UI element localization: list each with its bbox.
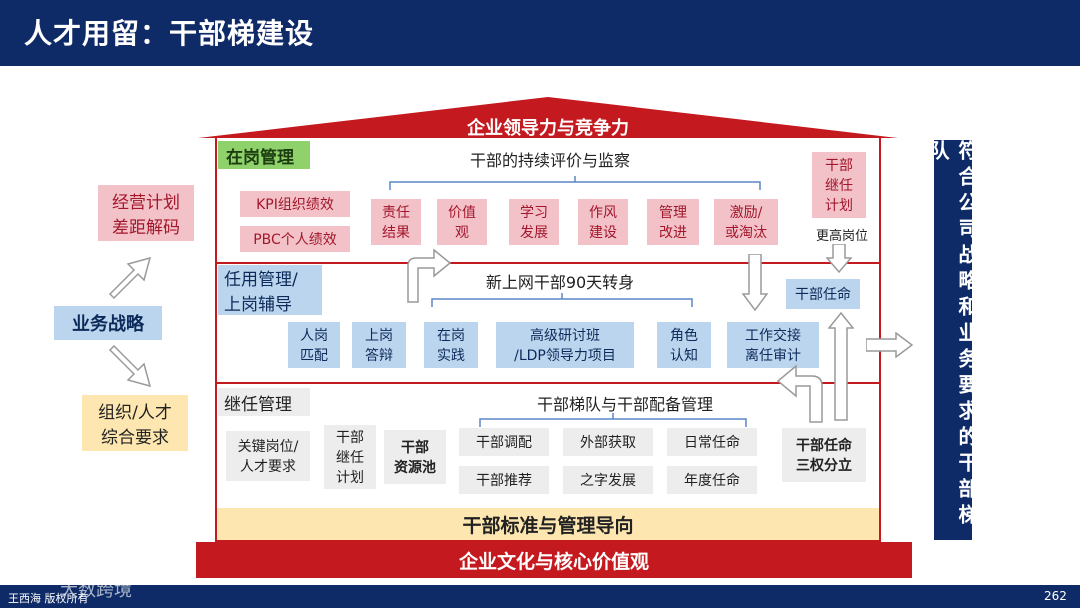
key-post-box: 关键岗位/ 人才要求 — [226, 431, 310, 481]
item-learning: 学习 发展 — [509, 199, 559, 245]
floor1-subtitle: 干部的持续评价与监察 — [469, 151, 630, 170]
item-ldp: 高级研讨班 /LDP领导力项目 — [496, 322, 634, 368]
floor3-title: 继任管理 — [218, 388, 310, 416]
page-number: 262 — [1044, 589, 1067, 603]
floor1-title: 在岗管理 — [218, 141, 310, 169]
grid-annual: 年度任命 — [667, 466, 757, 494]
item-style: 作风 建设 — [578, 199, 628, 245]
item-handover: 工作交接 离任审计 — [727, 322, 819, 368]
item-match: 人岗 匹配 — [288, 322, 340, 368]
down-arrow-to-appoint — [826, 244, 852, 274]
base-culture: 企业文化与核心价值观 — [196, 542, 912, 578]
header-bar — [0, 0, 1080, 66]
left-arrow-down — [108, 344, 152, 388]
three-power-box: 干部任命 三权分立 — [782, 428, 866, 482]
grid-transfer: 干部调配 — [459, 428, 549, 456]
base-standards-label: 干部标准与管理导向 — [462, 514, 634, 537]
footer-watermark: 大数跨境 — [60, 580, 132, 601]
floor3-bracket — [479, 413, 747, 427]
page-title: 人才用留：干部梯建设 — [24, 17, 315, 50]
roof-label: 企业领导力与竞争力 — [467, 118, 629, 139]
item-defense: 上岗 答辩 — [352, 322, 406, 368]
succ-plan-box: 干部 继任 计划 — [324, 425, 376, 489]
base-standards: 干部标准与管理导向 — [215, 508, 881, 542]
item-improve: 管理 改进 — [647, 199, 699, 245]
item-values: 价值 观 — [437, 199, 487, 245]
right-banner-text: 符合公司战略和业务要求的干部梯队 — [926, 140, 979, 530]
succession-plan-box: 干部 继任 计划 — [812, 152, 866, 218]
floor-divider-2 — [215, 382, 881, 384]
footer-copyright: 王西海 版权所有 — [8, 592, 89, 605]
floor2-subtitle: 新上网干部90天转身 — [485, 273, 635, 292]
kpi-box: KPI组织绩效 — [240, 191, 350, 217]
grid-external: 外部获取 — [563, 428, 653, 456]
item-role: 角色 认知 — [657, 322, 711, 368]
down-arrow-incentive — [742, 254, 768, 312]
grid-zigzag: 之字发展 — [563, 466, 653, 494]
floor1-bracket — [389, 176, 761, 190]
left-curved-arrow — [776, 364, 823, 423]
up-curved-arrow — [407, 248, 452, 303]
higher-post-label: 更高岗位 — [815, 228, 868, 244]
right-banner: 符合公司战略和业务要求的干部梯队 — [926, 140, 979, 540]
floor2-title: 任用管理/ 上岗辅导 — [218, 265, 322, 315]
left-strategy-box: 业务战略 — [54, 306, 162, 340]
grid-recommend: 干部推荐 — [459, 466, 549, 494]
pbc-box: PBC个人绩效 — [240, 226, 350, 252]
left-arrow-up — [108, 256, 152, 300]
left-plan-box: 经营计划 差距解码 — [98, 185, 194, 241]
roof-shape — [198, 97, 898, 138]
up-arrow-to-appoint — [828, 312, 854, 421]
floor2-bracket — [431, 293, 693, 307]
item-incentive: 激励/ 或淘汰 — [714, 199, 778, 245]
floor3-subtitle: 干部梯队与干部配备管理 — [536, 395, 713, 414]
footer-bar — [0, 585, 1080, 608]
floor-divider-1 — [215, 262, 881, 264]
item-responsibility: 责任 结果 — [371, 199, 421, 245]
right-arrow — [866, 332, 914, 358]
item-practice: 在岗 实践 — [424, 322, 478, 368]
appoint-box: 干部任命 — [786, 279, 860, 309]
left-org-box: 组织/人才 综合要求 — [82, 395, 188, 451]
grid-daily: 日常任命 — [667, 428, 757, 456]
talent-pool-box: 干部 资源池 — [384, 430, 446, 484]
